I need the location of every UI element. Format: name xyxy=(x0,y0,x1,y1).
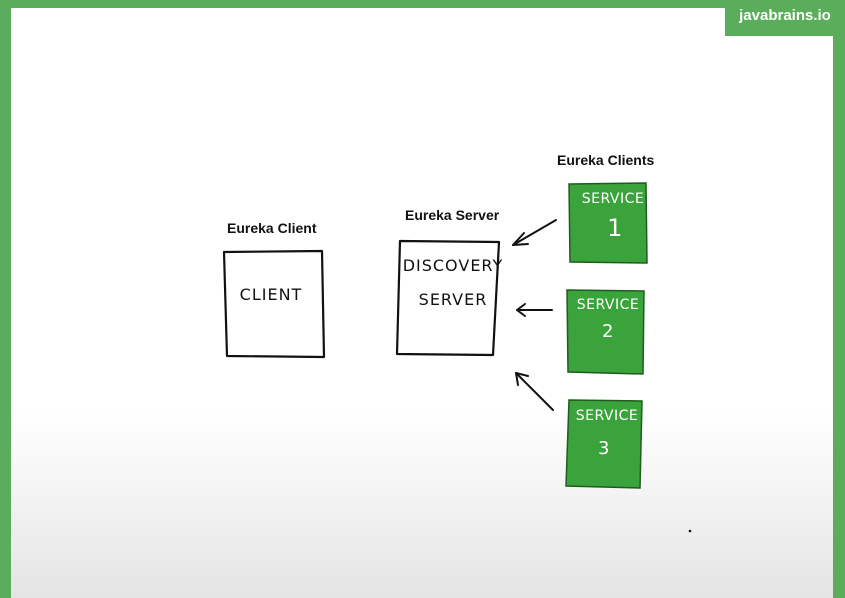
discovery-server-line2: SERVER xyxy=(419,290,488,309)
client-box-label: CLIENT xyxy=(240,285,303,304)
arrow-service2-to-server xyxy=(516,303,553,317)
brand-logo: javabrains.io xyxy=(725,0,845,36)
eureka-clients-label: Eureka Clients xyxy=(557,152,655,168)
service-1-number: 1 xyxy=(607,214,623,242)
arrow-service1-to-server xyxy=(512,219,557,246)
eureka-client-label: Eureka Client xyxy=(227,220,317,236)
service-2-box: SERVICE 2 xyxy=(566,289,645,375)
discovery-server-line1: DISCOVERY xyxy=(403,256,504,275)
arrow-service3-to-server xyxy=(515,372,554,411)
eureka-server-label: Eureka Server xyxy=(405,207,500,223)
whiteboard-canvas xyxy=(11,8,833,598)
service-2-title: SERVICE xyxy=(577,297,640,313)
service-3-title: SERVICE xyxy=(576,408,639,424)
discovery-server-box: DISCOVERY SERVER xyxy=(395,239,504,357)
service-3-box: SERVICE 3 xyxy=(565,399,643,489)
client-box: CLIENT xyxy=(222,249,326,359)
service-1-title: SERVICE xyxy=(582,191,645,207)
service-1-box: SERVICE 1 xyxy=(568,182,648,264)
service-3-number: 3 xyxy=(598,438,610,459)
stray-dot xyxy=(688,529,692,533)
service-2-number: 2 xyxy=(602,321,614,342)
